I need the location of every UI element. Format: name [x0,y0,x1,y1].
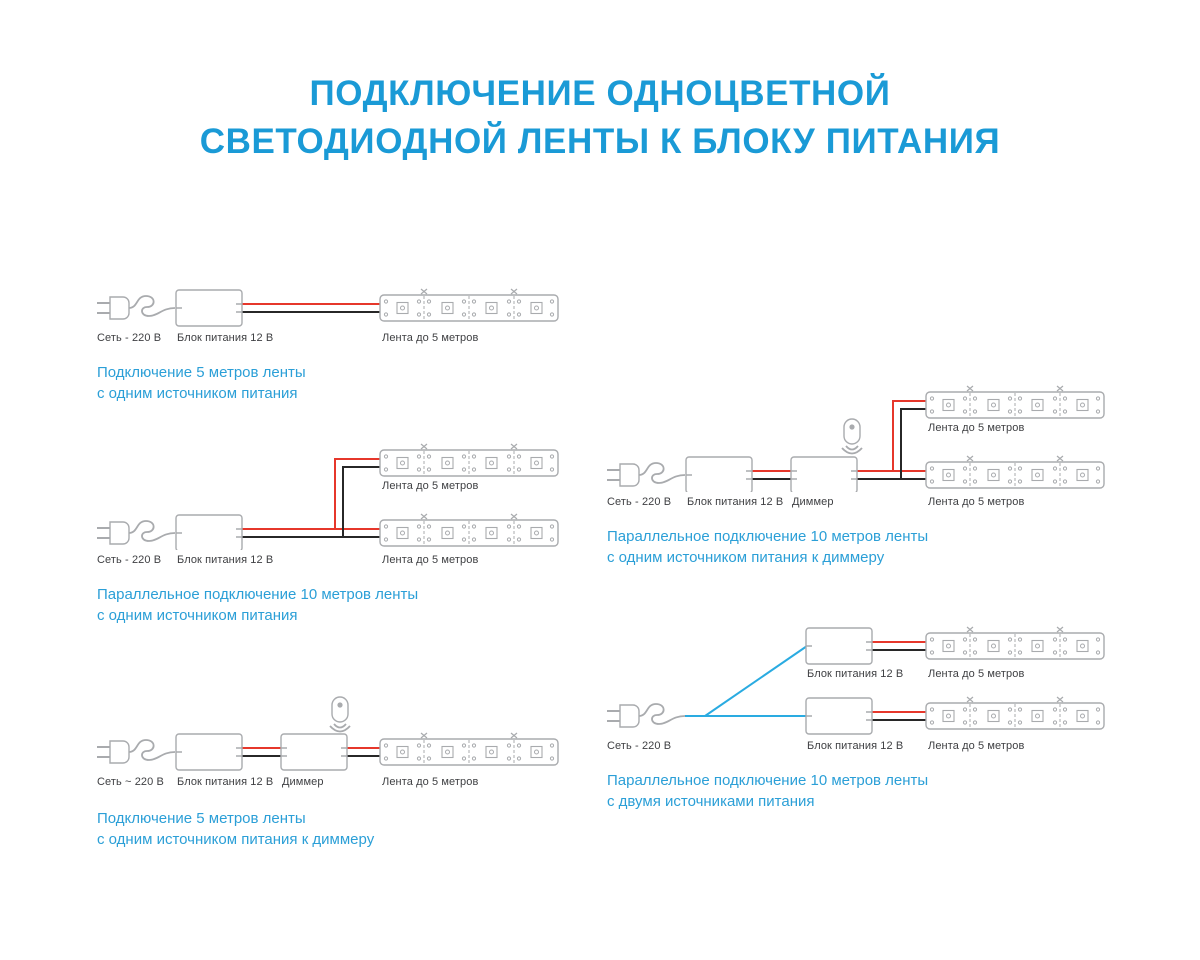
led-strip-icon [379,443,559,477]
led-strip-icon [925,385,1105,419]
plug-icon [96,295,176,320]
wire-red [752,400,926,472]
diagram-strip-5m-dimmer: Сеть ~ 220 В Блок питания 12 В Диммер Ле… [95,696,565,856]
caption-line-2: с двумя источниками питания [607,793,815,810]
plug-icon [606,703,686,728]
caption: Параллельное подключение 10 метров ленты… [607,526,928,568]
caption-line-2: с одним источником питания [97,385,298,402]
wire-black [242,466,380,538]
diagram-2-art [96,443,559,550]
label-psu: Блок питания 12 В [177,332,274,344]
power-supply-icon [805,697,873,735]
label-strip-top: Лента до 5 метров [928,668,1025,680]
plug-icon [96,520,176,545]
label-strip-bottom: Лента до 5 метров [382,554,479,566]
plug-icon [96,739,176,764]
power-supply-icon [175,514,243,550]
diagram-4-art [606,385,1105,492]
page-title: ПОДКЛЮЧЕНИЕ ОДНОЦВЕТНОЙ СВЕТОДИОДНОЙ ЛЕН… [0,70,1200,166]
power-supply-icon [805,627,873,665]
dimmer-icon [280,733,348,771]
led-strip-icon [379,288,559,322]
led-strip-icon [925,696,1105,730]
plug-icon [606,462,686,487]
label-strip-top: Лента до 5 метров [382,480,479,492]
led-strip-icon [925,455,1105,489]
remote-icon [841,418,863,455]
led-strip-icon [379,732,559,766]
power-supply-icon [685,456,753,492]
power-supply-icon [175,289,243,327]
title-line-2: СВЕТОДИОДНОЙ ЛЕНТЫ К БЛОКУ ПИТАНИЯ [199,122,1001,161]
label-psu-bottom: Блок питания 12 В [807,740,904,752]
title-line-1: ПОДКЛЮЧЕНИЕ ОДНОЦВЕТНОЙ [309,74,891,113]
caption-line-1: Подключение 5 метров ленты [97,810,306,827]
diagram-3-art [96,696,559,771]
diagram-parallel-10m-psu: Лента до 5 метров Сеть - 220 В Блок пита… [95,438,565,633]
caption-line-2: с одним источником питания к диммеру [607,549,885,566]
label-psu: Блок питания 12 В [177,776,274,788]
caption: Параллельное подключение 10 метров ленты… [97,584,418,626]
label-mains: Сеть - 220 В [97,554,162,566]
caption: Подключение 5 метров ленты с одним источ… [97,808,374,850]
diagram-5-art [606,626,1105,735]
label-dimmer: Диммер [792,496,834,508]
label-strip-top: Лента до 5 метров [928,422,1025,434]
led-strip-icon [925,626,1105,660]
wire-red [872,641,926,713]
label-mains: Сеть ~ 220 В [97,776,164,788]
diagram-1-art [96,288,559,327]
diagram-parallel-10m-two-psu: Блок питания 12 В Лента до 5 метров Сеть… [605,622,1125,822]
caption: Параллельное подключение 10 метров ленты… [607,770,928,812]
caption-line-2: с одним источником питания [97,607,298,624]
label-strip-bottom: Лента до 5 метров [928,496,1025,508]
label-mains: Сеть - 220 В [97,332,162,344]
diagram-strip-5m-psu: Сеть - 220 В Блок питания 12 В Лента до … [95,288,565,418]
label-strip-bottom: Лента до 5 метров [928,740,1025,752]
label-psu-top: Блок питания 12 В [807,668,904,680]
power-supply-icon [175,733,243,771]
label-dimmer: Диммер [282,776,324,788]
remote-icon [329,696,351,733]
label-psu: Блок питания 12 В [177,554,274,566]
wire-red [242,458,380,530]
label-strip: Лента до 5 метров [382,776,479,788]
caption-line-1: Подключение 5 метров ленты [97,364,306,381]
dimmer-icon [790,456,858,492]
led-strip-icon [379,513,559,547]
caption-line-1: Параллельное подключение 10 метров ленты [607,528,929,545]
label-psu: Блок питания 12 В [687,496,784,508]
caption-line-1: Параллельное подключение 10 метров ленты [607,772,929,789]
label-mains: Сеть - 220 В [607,496,672,508]
diagram-parallel-10m-dimmer: Лента до 5 метров Сеть - 220 В Блок пита… [605,380,1125,575]
label-mains: Сеть - 220 В [607,740,672,752]
wire-black [752,408,926,480]
label-strip: Лента до 5 метров [382,332,479,344]
wire-black [872,649,926,721]
caption-line-2: с одним источником питания к диммеру [97,831,375,848]
caption: Подключение 5 метров ленты с одним источ… [97,362,306,404]
caption-line-1: Параллельное подключение 10 метров ленты [97,586,419,603]
wire-blue [685,645,808,717]
